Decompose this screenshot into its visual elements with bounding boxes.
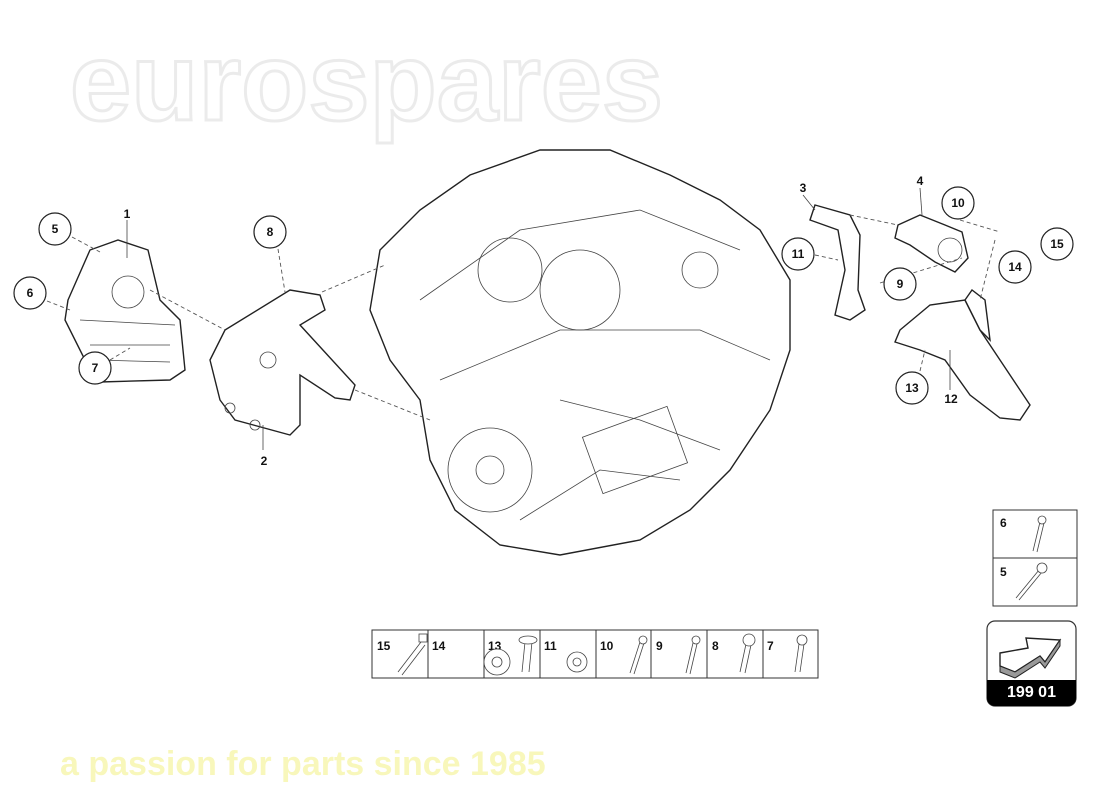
leader-lines xyxy=(46,187,1001,450)
arrow-3d-icon xyxy=(999,637,1062,679)
callout-8: 8 xyxy=(267,225,274,239)
callouts: 1 2 3 4 12 5 6 7 8 11 9 10 15 14 13 xyxy=(13,174,1074,468)
fastener-cell-14: 14 xyxy=(432,639,446,653)
fastener-side-table: 6 5 xyxy=(992,509,1078,607)
watermark-tagline: a passion for parts since 1985 xyxy=(60,745,546,783)
callout-9: 9 xyxy=(897,277,904,291)
callout-14: 14 xyxy=(1008,260,1022,274)
callout-12: 12 xyxy=(944,392,958,406)
fastener-cell-5: 5 xyxy=(1000,565,1007,579)
callout-5: 5 xyxy=(52,222,59,236)
washer-icon xyxy=(483,648,511,676)
page-number: 199 01 xyxy=(987,680,1076,706)
callout-6: 6 xyxy=(27,286,34,300)
engine-assembly xyxy=(369,149,791,556)
callout-11: 11 xyxy=(792,247,805,261)
callout-4: 4 xyxy=(917,174,924,188)
callout-13: 13 xyxy=(905,381,919,395)
fastener-cell-6: 6 xyxy=(1000,516,1007,530)
watermark: eurospares a passion for parts since 198… xyxy=(60,20,665,784)
bolt-icon xyxy=(742,633,756,647)
bracket-3 xyxy=(809,204,866,321)
watermark-brand: eurospares xyxy=(70,21,663,144)
flange-bolt-icon xyxy=(518,635,538,645)
fastener-cell-7: 7 xyxy=(767,639,774,653)
fastener-cell-8: 8 xyxy=(712,639,719,653)
fastener-cell-11: 11 xyxy=(544,639,557,653)
nut-icon xyxy=(566,651,588,673)
callout-1: 1 xyxy=(124,207,131,221)
engine-mount-1 xyxy=(64,239,186,383)
callout-3: 3 xyxy=(800,181,807,195)
mount-4 xyxy=(894,214,969,273)
bolt-icon xyxy=(691,635,701,645)
callout-15: 15 xyxy=(1050,237,1064,251)
bracket-2 xyxy=(209,289,356,436)
bolt-icon xyxy=(796,634,808,646)
callout-10: 10 xyxy=(951,196,965,210)
bolt-icon xyxy=(638,635,648,645)
bolt-icon xyxy=(418,633,428,643)
fastener-cell-15: 15 xyxy=(377,639,391,653)
callout-2: 2 xyxy=(261,454,268,468)
callout-7: 7 xyxy=(92,361,99,375)
fastener-cell-9: 9 xyxy=(656,639,663,653)
fastener-table: 15 14 13 11 10 9 8 7 xyxy=(371,629,819,679)
fastener-cell-10: 10 xyxy=(600,639,614,653)
bolt-icon xyxy=(1015,515,1048,601)
fastener-glyphs xyxy=(397,633,808,676)
bracket-12 xyxy=(894,288,1031,421)
